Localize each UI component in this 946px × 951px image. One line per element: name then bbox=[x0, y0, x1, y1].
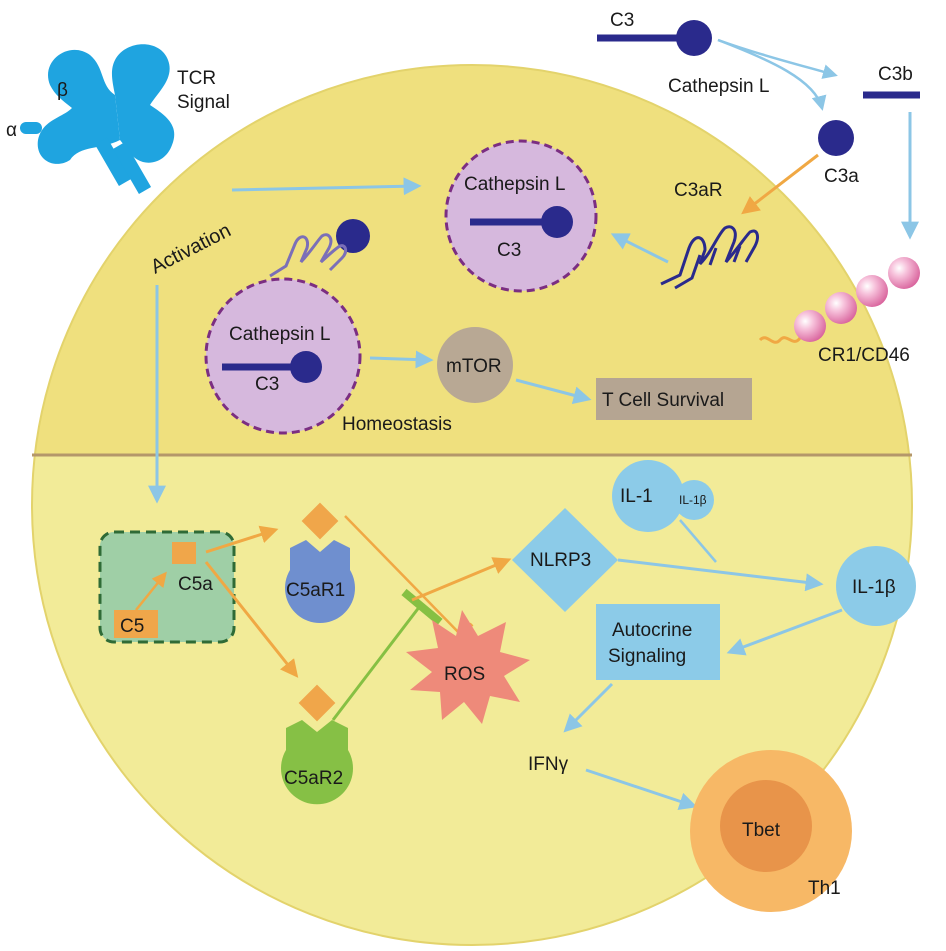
c5a-square bbox=[172, 542, 196, 564]
ifng-label: IFNγ bbox=[528, 754, 569, 775]
c5-label: C5 bbox=[120, 616, 144, 637]
ifng-to-th1-arrow bbox=[585, 768, 698, 810]
c3-to-c3a-arrow bbox=[717, 38, 827, 111]
autocrine-to-ifng-arrow bbox=[563, 682, 614, 733]
vesicle-receptor-icon bbox=[269, 233, 348, 278]
cell-outline bbox=[31, 64, 913, 946]
ros-burst-icon bbox=[406, 610, 530, 724]
c3ar-label: C3aR bbox=[674, 180, 723, 201]
il1b-circle bbox=[836, 546, 916, 626]
signaling-label: Signaling bbox=[608, 646, 686, 667]
cr1-cd46-chain-icon bbox=[758, 257, 920, 344]
il1-cleavage-line bbox=[679, 519, 717, 563]
c3-top-head bbox=[676, 20, 712, 56]
c5ar1-label: C5aR1 bbox=[286, 580, 345, 601]
c5-box bbox=[114, 610, 158, 638]
alpha-label: α bbox=[6, 120, 17, 141]
activation-to-vesicle-arrow bbox=[231, 177, 422, 196]
c5ar2-inhibition-bar bbox=[401, 588, 443, 626]
signal-label: Signal bbox=[177, 92, 230, 113]
homeostasis-label: Homeostasis bbox=[342, 414, 452, 435]
c3a-ball bbox=[818, 120, 854, 156]
tbet-label: Tbet bbox=[742, 820, 781, 841]
tcr-receptor-icon bbox=[20, 44, 175, 195]
vesicle-to-mtor-arrow bbox=[369, 350, 434, 369]
il1b-small-label: IL-1β bbox=[679, 493, 707, 507]
cr1-cd46-label: CR1/CD46 bbox=[818, 345, 910, 366]
c5ar2-receptor-icon bbox=[280, 684, 353, 805]
c5ar2-inhibition-line bbox=[331, 605, 422, 721]
c3a-to-c3ar-arrow bbox=[741, 153, 819, 215]
c5-to-c5a-arrow bbox=[135, 571, 167, 611]
lower-vesicle: Cathepsin L C3 bbox=[204, 277, 362, 435]
c3ar-receptor-icon bbox=[660, 225, 759, 290]
upper-vesicle-cathepsin-label: Cathepsin L bbox=[464, 174, 565, 195]
il1b-to-autocrine-arrow bbox=[726, 608, 843, 656]
tbet-nucleus bbox=[720, 780, 812, 872]
mtor-label: mTOR bbox=[446, 356, 502, 377]
il1-label: IL-1 bbox=[620, 486, 653, 507]
beta-label: β bbox=[57, 80, 68, 101]
c5a-to-c5ar2-arrow bbox=[204, 561, 299, 678]
nlrp3-to-il1b-arrow bbox=[617, 558, 824, 592]
nlrp3-label: NLRP3 bbox=[530, 550, 591, 571]
mtor-circle bbox=[437, 327, 513, 403]
lower-vesicle-cathepsin-label: Cathepsin L bbox=[229, 324, 330, 345]
upper-vesicle-c3-label: C3 bbox=[497, 240, 521, 261]
nlrp3-diamond bbox=[512, 508, 618, 612]
il1b-small-circle bbox=[674, 480, 714, 520]
bound-c3a-ball bbox=[336, 219, 370, 253]
lower-vesicle-c3-head bbox=[290, 351, 322, 383]
to-nlrp3-arrow bbox=[411, 557, 512, 602]
il1-circle bbox=[612, 460, 684, 532]
cathepsin-top-label: Cathepsin L bbox=[668, 76, 769, 97]
lower-vesicle-c3-label: C3 bbox=[255, 374, 279, 395]
c3a-label: C3a bbox=[824, 166, 859, 187]
mtor-to-survival-arrow bbox=[515, 378, 592, 405]
c5ar1-receptor-icon bbox=[284, 502, 355, 624]
il1b-label: IL-1β bbox=[852, 577, 896, 598]
th1-label: Th1 bbox=[808, 878, 841, 899]
autocrine-label: Autocrine bbox=[612, 620, 692, 641]
c3b-label: C3b bbox=[878, 64, 913, 85]
c5a-label: C5a bbox=[178, 574, 213, 595]
ros-label: ROS bbox=[444, 664, 485, 685]
upper-vesicle-c3-head bbox=[541, 206, 573, 238]
c5ar2-label: C5aR2 bbox=[284, 768, 343, 789]
c5a-to-c5ar1-arrow bbox=[205, 525, 279, 554]
t-cell-survival-box bbox=[596, 378, 752, 420]
c3-to-c3b-arrow bbox=[717, 38, 838, 79]
upper-vesicle: Cathepsin L C3 bbox=[444, 139, 598, 293]
c5ar1-to-ros-line bbox=[344, 515, 463, 637]
autocrine-box bbox=[596, 604, 720, 680]
c3ar-to-vesicle-arrow bbox=[610, 233, 669, 264]
c3-top-label: C3 bbox=[610, 10, 634, 31]
tcr-label: TCR bbox=[177, 68, 216, 89]
t-cell-survival-label: T Cell Survival bbox=[602, 390, 724, 411]
